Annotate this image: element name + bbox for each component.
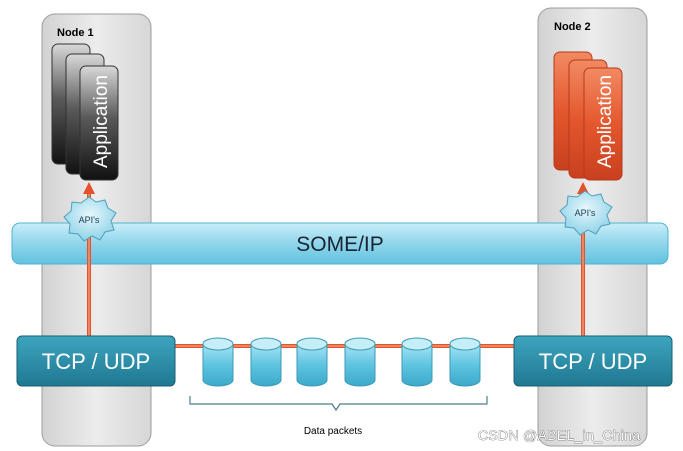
someip-bus-label: SOME/IP (296, 233, 384, 256)
node1-application-label: Application (91, 75, 112, 168)
node1-application-stack: Application (51, 43, 119, 181)
data-packets (202, 337, 481, 387)
data-packet (296, 337, 328, 387)
node2-application-stack: Application (553, 51, 623, 181)
node1-title: Node 1 (57, 27, 94, 39)
someip-bus (11, 222, 669, 265)
left-transport-box (16, 335, 176, 387)
data-packet (250, 337, 282, 387)
right-transport-label: TCP / UDP (539, 349, 647, 374)
left-transport-label: TCP / UDP (42, 349, 150, 374)
node1-api-label: API's (79, 215, 100, 225)
data-packet (344, 337, 376, 387)
data-packets-caption: Data packets (304, 426, 362, 437)
data-packet (202, 337, 234, 387)
data-packet (449, 337, 481, 387)
node2-title: Node 2 (554, 21, 591, 33)
node2-api-label: API's (575, 208, 596, 218)
data-packet (401, 337, 433, 387)
node2-application-label: Application (595, 75, 616, 168)
csdn-watermark: CSDN @ABEL_in_China (478, 427, 640, 443)
right-transport-box (513, 335, 673, 387)
node1-api-badge: API's (63, 196, 117, 242)
packets-brace (189, 396, 488, 412)
node2-api-badge: API's (559, 190, 613, 236)
